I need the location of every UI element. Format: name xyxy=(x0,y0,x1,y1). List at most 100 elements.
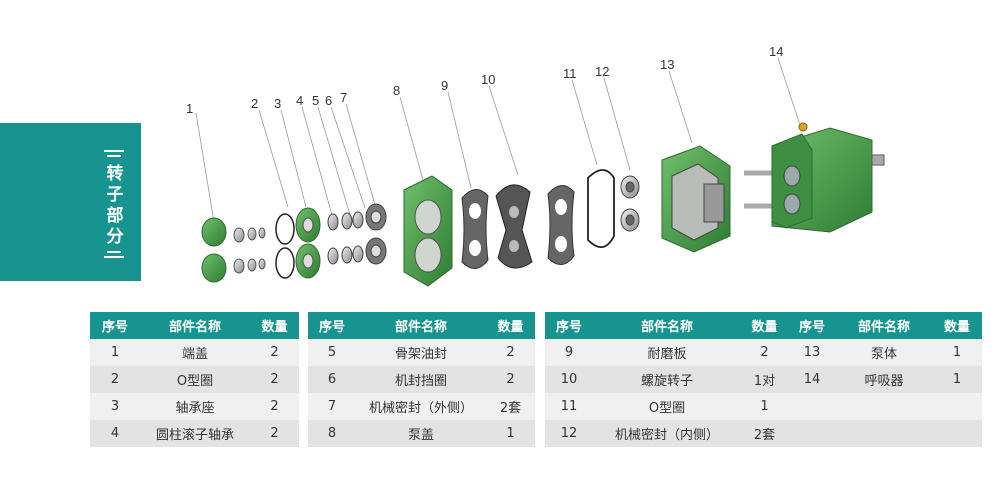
parts-table-1: 序号 部件名称 数量 1 端盖 2 2 O型圈 2 3 轴承座 2 4 圆柱滚子… xyxy=(90,312,299,447)
cell-name: O型圈 xyxy=(140,366,250,393)
table-row: 1 端盖 2 xyxy=(90,339,299,366)
o-ring-large-part xyxy=(587,169,615,248)
table-header-row: 序号 部件名称 数量 序号 部件名称 数量 xyxy=(545,312,982,339)
cell-qty: 2 xyxy=(250,420,299,447)
rotor-part xyxy=(495,184,533,269)
section-tab: 转 子 部 分 xyxy=(0,123,141,281)
callout-8: 8 xyxy=(393,83,400,98)
cell-qty: 2 xyxy=(250,339,299,366)
o-ring-part xyxy=(275,213,295,279)
cell-seq: 9 xyxy=(545,339,593,366)
callout-11: 11 xyxy=(563,66,577,81)
cell-seq: 10 xyxy=(545,366,593,393)
section-title-char: 子 xyxy=(106,185,124,205)
cell-seq: 2 xyxy=(90,366,140,393)
header-qty: 数量 xyxy=(486,312,535,339)
exploded-view-diagram: 1 2 3 4 5 6 7 8 9 10 11 12 13 14 xyxy=(186,44,885,287)
cell-qty: 2 xyxy=(250,366,299,393)
callout-9: 9 xyxy=(441,78,448,93)
header-qty: 数量 xyxy=(250,312,299,339)
cell-qty: 2套 xyxy=(741,420,788,447)
cell-name xyxy=(836,393,932,420)
cell-name: 机械密封（内侧） xyxy=(593,420,741,447)
cell-name: 机封挡圈 xyxy=(356,366,486,393)
table-header-row: 序号 部件名称 数量 xyxy=(90,312,299,339)
callout-14: 14 xyxy=(769,44,783,59)
callout-10: 10 xyxy=(481,72,495,87)
bearing-part xyxy=(233,227,266,274)
table-row: 10 螺旋转子 1对 14 呼吸器 1 xyxy=(545,366,982,393)
header-seq: 序号 xyxy=(788,312,836,339)
table-row: 4 圆柱滚子轴承 2 xyxy=(90,420,299,447)
cell-name: 泵体 xyxy=(836,339,932,366)
parts-table-2: 序号 部件名称 数量 5 骨架油封 2 6 机封挡圈 2 7 机械密封（外侧） … xyxy=(308,312,535,447)
cell-name xyxy=(836,420,932,447)
table-row: 5 骨架油封 2 xyxy=(308,339,535,366)
decor-line xyxy=(104,150,124,152)
cell-qty: 1对 xyxy=(741,366,788,393)
wear-plate-part xyxy=(547,185,575,265)
end-cover-part xyxy=(201,217,227,283)
cell-name: 耐磨板 xyxy=(593,339,741,366)
parts-table-3: 序号 部件名称 数量 序号 部件名称 数量 9 耐磨板 2 13 泵体 1 10… xyxy=(545,312,982,447)
cell-seq: 13 xyxy=(788,339,836,366)
table-row: 12 机械密封（内侧） 2套 xyxy=(545,420,982,447)
assembled-pump-part xyxy=(744,122,885,233)
cell-seq xyxy=(788,393,836,420)
cell-seq: 5 xyxy=(308,339,356,366)
pump-body-part xyxy=(661,145,731,253)
section-title-char: 部 xyxy=(106,206,124,226)
cell-seq: 3 xyxy=(90,393,140,420)
callout-13: 13 xyxy=(660,57,674,72)
table-row: 8 泵盖 1 xyxy=(308,420,535,447)
header-name: 部件名称 xyxy=(593,312,741,339)
cell-qty xyxy=(932,420,982,447)
cell-seq: 4 xyxy=(90,420,140,447)
table-row: 3 轴承座 2 xyxy=(90,393,299,420)
callout-12: 12 xyxy=(595,64,609,79)
cell-name: 端盖 xyxy=(140,339,250,366)
cell-seq: 11 xyxy=(545,393,593,420)
cell-qty: 2 xyxy=(486,366,535,393)
decor-line xyxy=(107,155,121,157)
callout-7: 7 xyxy=(340,90,347,105)
header-name: 部件名称 xyxy=(836,312,932,339)
header-seq: 序号 xyxy=(90,312,140,339)
cell-seq: 8 xyxy=(308,420,356,447)
callout-3: 3 xyxy=(274,96,281,111)
cell-qty: 2 xyxy=(250,393,299,420)
leader-lines xyxy=(195,57,801,223)
cell-name: 泵盖 xyxy=(356,420,486,447)
cell-name: 螺旋转子 xyxy=(593,366,741,393)
inner-seal-part xyxy=(620,175,640,232)
section-title-char: 转 xyxy=(106,164,124,184)
cell-name: 骨架油封 xyxy=(356,339,486,366)
header-name: 部件名称 xyxy=(140,312,250,339)
bearing-seat-part xyxy=(295,207,321,279)
table-row: 2 O型圈 2 xyxy=(90,366,299,393)
cell-name: 圆柱滚子轴承 xyxy=(140,420,250,447)
callout-4: 4 xyxy=(296,93,303,108)
table-row: 7 机械密封（外侧） 2套 xyxy=(308,393,535,420)
cell-qty: 1 xyxy=(486,420,535,447)
cell-name: 轴承座 xyxy=(140,393,250,420)
callout-numbers: 1 2 3 4 5 6 7 8 9 10 11 12 13 14 xyxy=(186,44,783,116)
table-row: 9 耐磨板 2 13 泵体 1 xyxy=(545,339,982,366)
cell-name: 机械密封（外侧） xyxy=(356,393,486,420)
header-qty: 数量 xyxy=(741,312,788,339)
cell-seq xyxy=(788,420,836,447)
wear-plate-part xyxy=(461,189,489,269)
cell-qty: 1 xyxy=(741,393,788,420)
header-qty: 数量 xyxy=(932,312,982,339)
callout-2: 2 xyxy=(251,96,258,111)
table-header-row: 序号 部件名称 数量 xyxy=(308,312,535,339)
cell-qty: 2 xyxy=(741,339,788,366)
cell-seq: 6 xyxy=(308,366,356,393)
header-name: 部件名称 xyxy=(356,312,486,339)
cell-qty: 2套 xyxy=(486,393,535,420)
section-title-char: 分 xyxy=(106,227,124,247)
cell-qty: 1 xyxy=(932,366,982,393)
cell-qty xyxy=(932,393,982,420)
cell-seq: 1 xyxy=(90,339,140,366)
pump-cover-part xyxy=(403,175,453,287)
